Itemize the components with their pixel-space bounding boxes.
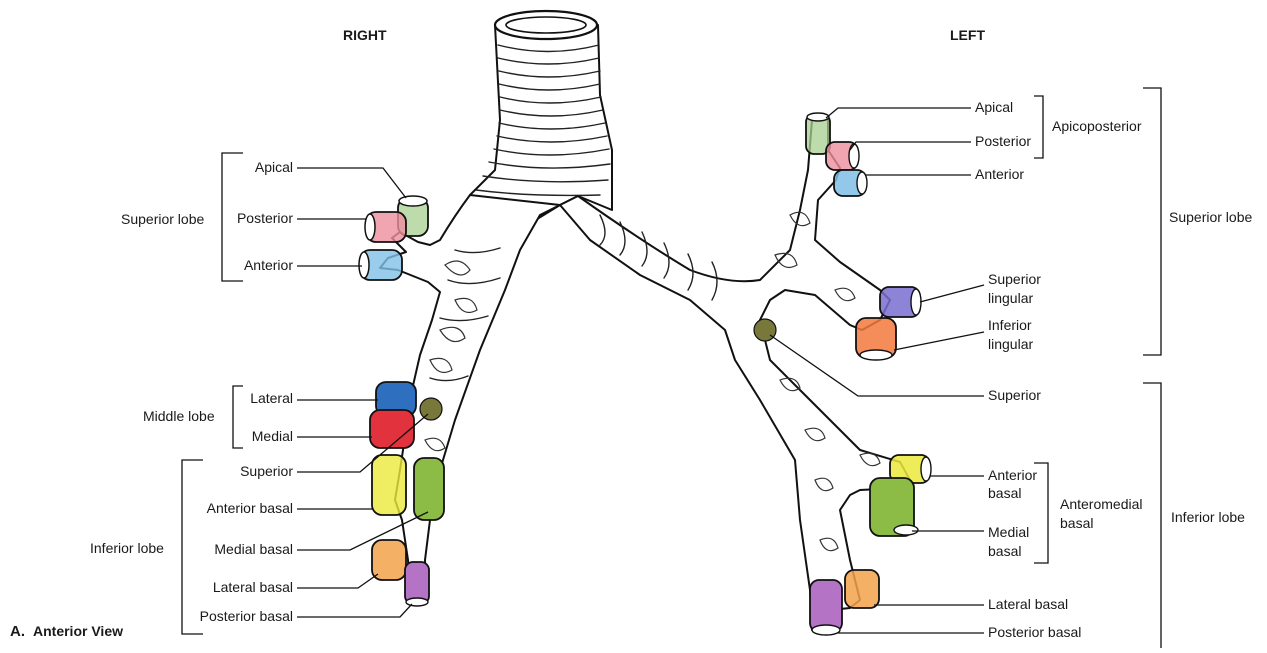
- left-superior-segment: [754, 319, 776, 341]
- right-medial-basal-segment: [414, 458, 444, 520]
- left-posterior-label: Posterior: [975, 133, 1031, 149]
- figure-caption-letter: A.: [10, 623, 25, 640]
- bronchial-tree-drawing: [359, 11, 931, 635]
- left-apicoposterior-bracket: [1034, 96, 1043, 158]
- left-apicoposterior-label: Apicoposterior: [1052, 118, 1142, 134]
- left-posterior-basal-segment: [810, 580, 842, 632]
- left-medial-basal-label-1: Medial: [988, 524, 1029, 540]
- left-superior-lingular-label-2: lingular: [988, 290, 1033, 306]
- right-lateral-basal-label: Lateral basal: [213, 579, 293, 595]
- left-superior-lingular-label-1: Superior: [988, 271, 1041, 287]
- right-lateral-label: Lateral: [250, 390, 293, 406]
- right-side-header: RIGHT: [343, 27, 387, 43]
- left-inferior-lingular-label-1: Inferior: [988, 317, 1032, 333]
- left-inferior-lobe-bracket: [1143, 383, 1161, 648]
- left-superior-lobe-label: Superior lobe: [1169, 209, 1252, 225]
- left-apical-label: Apical: [975, 99, 1013, 115]
- left-posterior-basal-label: Posterior basal: [988, 624, 1081, 640]
- left-anteromedial-label-2: basal: [1060, 515, 1093, 531]
- left-superior-label: Superior: [988, 387, 1041, 403]
- left-anteromedial-label-1: Anteromedial: [1060, 496, 1143, 512]
- figure-caption-text: Anterior View: [33, 623, 123, 639]
- right-apical-label: Apical: [255, 159, 293, 175]
- left-lateral-basal-label: Lateral basal: [988, 596, 1068, 612]
- left-anterior-basal-label-1: Anterior: [988, 467, 1037, 483]
- right-middle-lobe-bracket: [233, 386, 243, 448]
- right-anterior-label: Anterior: [244, 257, 293, 273]
- right-posterior-label: Posterior: [237, 210, 293, 226]
- left-medial-basal-label-2: basal: [988, 543, 1021, 559]
- left-side-header: LEFT: [950, 27, 985, 43]
- left-anterior-label: Anterior: [975, 166, 1024, 182]
- left-inferior-lingular-label-2: lingular: [988, 336, 1033, 352]
- left-inferior-lobe-label: Inferior lobe: [1171, 509, 1245, 525]
- left-superior-lobe-bracket: [1143, 88, 1161, 355]
- right-medial-segment: [370, 410, 414, 448]
- right-superior-segment: [420, 398, 442, 420]
- right-middle-lobe-label: Middle lobe: [143, 408, 215, 424]
- right-posterior-basal-label: Posterior basal: [200, 608, 293, 624]
- left-lateral-basal-segment: [845, 570, 879, 608]
- left-anterior-basal-label-2: basal: [988, 485, 1021, 501]
- right-anterior-basal-segment: [372, 455, 406, 515]
- right-superior-lobe-label: Superior lobe: [121, 211, 204, 227]
- right-anterior-basal-label: Anterior basal: [207, 500, 293, 516]
- right-superior-label: Superior: [240, 463, 293, 479]
- right-medial-basal-label: Medial basal: [214, 541, 293, 557]
- right-inferior-lobe-label: Inferior lobe: [90, 540, 164, 556]
- right-medial-label: Medial: [252, 428, 293, 444]
